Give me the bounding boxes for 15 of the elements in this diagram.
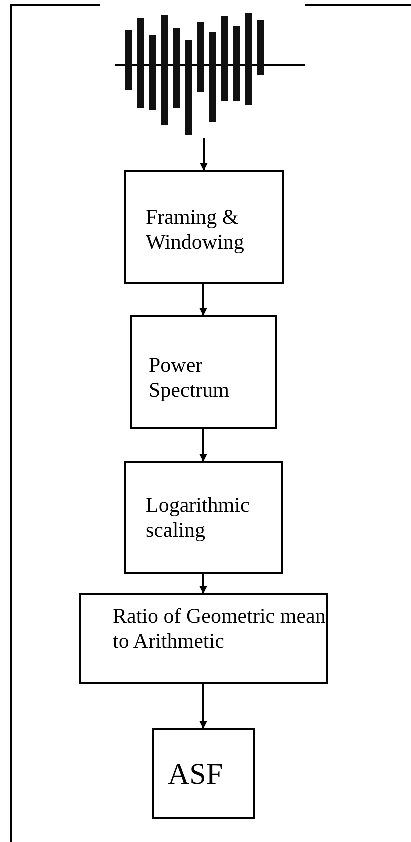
arrow <box>200 284 208 316</box>
process-box <box>79 593 328 684</box>
arrow <box>200 684 208 729</box>
process-box <box>130 315 277 429</box>
process-box <box>124 461 283 574</box>
step-label: Logarithmic scaling <box>146 493 251 544</box>
arrow <box>200 429 208 462</box>
process-box <box>124 170 284 284</box>
step-label: Ratio of Geometric mean to Arithmetic <box>113 604 327 654</box>
step-label: Framing & Windowing <box>146 205 246 256</box>
step-label: Power Spectrum <box>149 353 230 404</box>
process-box <box>152 728 255 819</box>
arrow <box>200 138 208 171</box>
step-label: ASF <box>168 757 224 793</box>
arrow <box>200 574 208 594</box>
